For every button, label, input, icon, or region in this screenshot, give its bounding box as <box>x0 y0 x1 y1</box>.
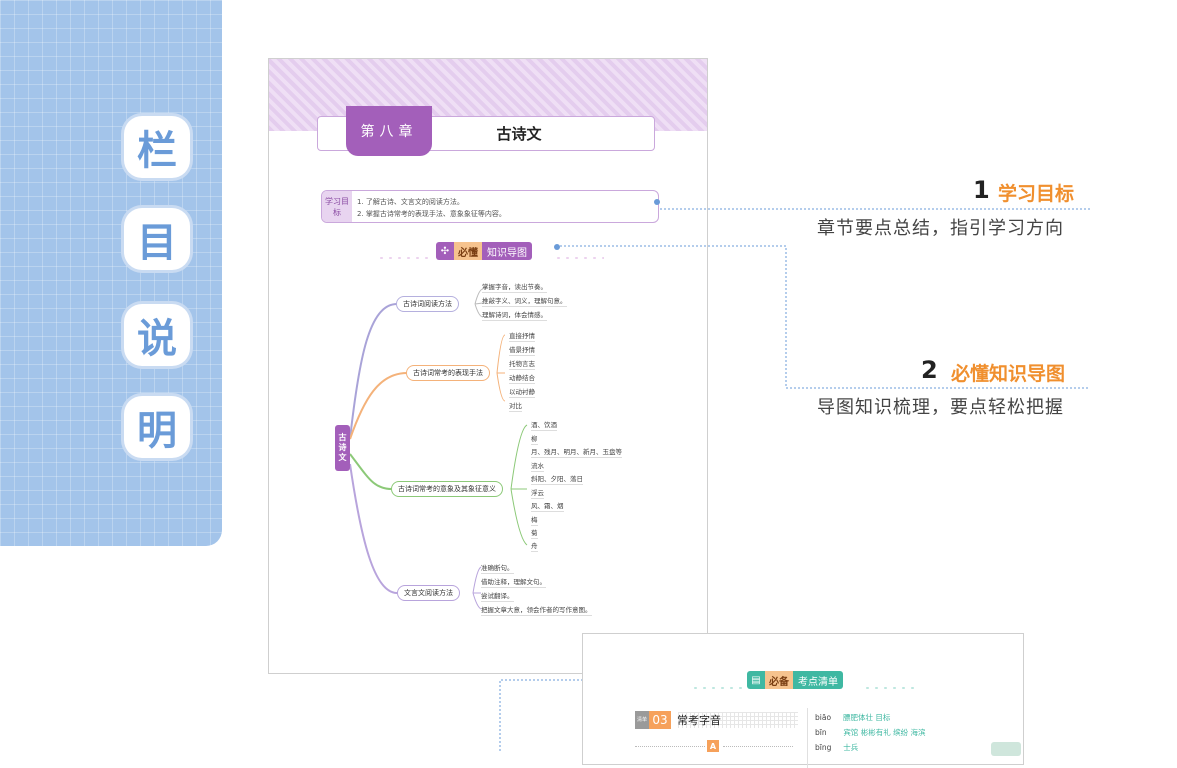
leaf: 推敲字义、词义，理解句意。 <box>482 297 567 307</box>
caption-number: 2 <box>921 356 938 384</box>
goal-line: 2. 掌握古诗常考的表现手法、意象象征等内容。 <box>357 210 506 218</box>
section-header: 清单 03 常考字音 <box>635 711 721 729</box>
caption-subtitle: 章节要点总结，指引学习方向 <box>817 218 1064 239</box>
chapter-label: 第八章 <box>346 106 432 156</box>
leaf: 风、霜、烟 <box>531 502 564 512</box>
leaf: 流水 <box>531 462 544 472</box>
pinyin-row: biāo 膘肥体壮 目标 <box>815 712 890 723</box>
side-tab <box>991 742 1021 756</box>
dots-right <box>554 256 604 260</box>
callout-lines <box>499 208 1090 751</box>
sidebar-char: 说 <box>124 304 190 366</box>
flower-icon: ✣ <box>436 242 454 260</box>
learning-goals-box: 学习目标 1. 了解古诗、文言文的阅读方法。 2. 掌握古诗常考的表现手法、意象… <box>321 190 659 223</box>
caption-title: 学习目标 <box>998 183 1075 205</box>
branch-node: 古诗词常考的意象及其象征意义 <box>391 481 503 497</box>
pinyin-words: 宾馆 彬彬有礼 缤纷 海滨 <box>843 728 926 737</box>
leaf: 理解诗词，体会情感。 <box>482 311 547 321</box>
section-number: 03 <box>649 711 671 729</box>
leaf: 柳 <box>531 435 538 445</box>
pinyin-row: bīn 宾馆 彬彬有礼 缤纷 海滨 <box>815 727 925 738</box>
connector-dot <box>654 199 660 205</box>
leaf: 酒、饮酒 <box>531 421 557 431</box>
page-preview-1: 第八章 古诗文 学习目标 1. 了解古诗、文言文的阅读方法。 2. 掌握古诗常考… <box>268 58 708 674</box>
leaf: 直接抒情 <box>509 332 535 342</box>
caption-number: 1 <box>973 176 990 204</box>
branch-node: 文言文阅读方法 <box>397 585 460 601</box>
leaf: 菊 <box>531 529 538 539</box>
dots-right <box>863 686 917 690</box>
dots-left <box>691 686 745 690</box>
pinyin: biāo <box>815 713 832 722</box>
sidebar-panel <box>0 0 222 546</box>
leaf: 动静结合 <box>509 374 535 384</box>
badge-a: A <box>707 740 719 752</box>
leaf: 以动衬静 <box>509 388 535 398</box>
leaf: 借助注释，理解文句。 <box>481 578 546 588</box>
page-preview-2: ▤ 必备 考点清单 清单 03 常考字音 A biāo 膘肥体壮 目标 bīn … <box>582 633 1024 768</box>
mindmap-curves <box>349 288 528 610</box>
map-label: 知识导图 <box>482 242 532 260</box>
leaf: 梅 <box>531 516 538 526</box>
branch-node: 古诗词阅读方法 <box>396 296 459 312</box>
pinyin: bīng <box>815 743 832 752</box>
bibei-label: 必备 <box>765 671 793 689</box>
mindmap-root: 古诗文 <box>335 425 350 471</box>
leaf: 尝试翻译。 <box>481 592 514 602</box>
leaf: 对比 <box>509 402 522 412</box>
leaf: 月、残月、明月、新月、玉盘等 <box>531 448 622 458</box>
dotted-rule <box>723 746 793 747</box>
caption-subtitle: 导图知识梳理，要点轻松把握 <box>817 397 1064 418</box>
caption-title: 必懂知识导图 <box>951 363 1066 385</box>
leaf: 掌握字音，读出节奏。 <box>482 283 547 293</box>
connector-dot <box>554 244 560 250</box>
leaf: 准确断句。 <box>481 564 514 574</box>
leaf: 托物言志 <box>509 360 535 370</box>
sidebar-char: 明 <box>124 396 190 458</box>
goal-line: 1. 了解古诗、文言文的阅读方法。 <box>357 198 464 206</box>
leaf: 舟 <box>531 542 538 552</box>
section-grid <box>678 712 798 728</box>
sidebar-char: 栏 <box>124 116 190 178</box>
checklist-header: ▤ 必备 考点清单 <box>747 671 843 689</box>
dotted-rule <box>635 746 705 747</box>
section-tag: 清单 <box>635 711 649 729</box>
leaf: 斜阳、夕阳、落日 <box>531 475 583 485</box>
dots-left <box>377 256 433 260</box>
bidong-label: 必懂 <box>454 242 482 260</box>
goal-tag: 学习目标 <box>322 191 352 222</box>
chapter-title: 古诗文 <box>496 125 542 143</box>
section-title: 常考字音 <box>677 714 721 727</box>
leaf: 把握文章大意，领会作者的写作意图。 <box>481 606 592 616</box>
leaf: 借景抒情 <box>509 346 535 356</box>
pinyin-words: 士兵 <box>843 743 859 752</box>
divider <box>807 708 808 768</box>
pinyin: bīn <box>815 728 827 737</box>
leaf: 浮云 <box>531 489 544 499</box>
branch-node: 古诗词常考的表现手法 <box>406 365 490 381</box>
checklist-label: 考点清单 <box>793 671 843 689</box>
pinyin-words: 膘肥体壮 目标 <box>842 713 891 722</box>
knowledge-map-header: ✣ 必懂 知识导图 <box>436 242 532 260</box>
document-icon: ▤ <box>747 671 765 689</box>
pinyin-row: bīng 士兵 <box>815 742 858 753</box>
sidebar-char: 目 <box>124 208 190 270</box>
